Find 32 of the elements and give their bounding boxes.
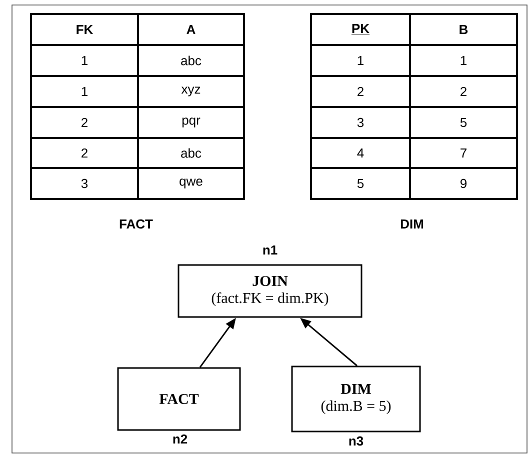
table-cell: 1 <box>30 44 139 77</box>
table-cell: 2 <box>30 106 139 139</box>
node-id: n2 <box>173 434 188 444</box>
table-cell: 5 <box>310 167 411 200</box>
header-cell: B <box>409 13 518 46</box>
table-cell: xyz <box>137 75 245 108</box>
table-caption: FACT <box>120 219 153 229</box>
table-caption: DIM <box>400 220 424 228</box>
table-cell: qwe <box>137 167 245 200</box>
table-cell: 2 <box>409 75 518 108</box>
header-cell: FK <box>30 13 139 46</box>
table-cell: 3 <box>310 106 411 139</box>
table-cell: 2 <box>30 137 139 169</box>
table-cell: 1 <box>310 44 411 77</box>
table-cell: 1 <box>30 75 139 108</box>
table-cell: pqr <box>137 106 245 139</box>
node-id: n3 <box>349 436 364 446</box>
operator-box: JOIN (fact.FK = dim.PK) <box>178 264 362 318</box>
operator-box: FACT <box>117 367 241 431</box>
table-cell: 4 <box>310 137 411 169</box>
table-cell: 7 <box>409 137 518 169</box>
node-id: n1 <box>263 246 278 254</box>
table-cell: 5 <box>409 106 518 139</box>
table-cell: 9 <box>409 167 518 200</box>
table-cell: abc <box>137 44 245 77</box>
table-cell: 1 <box>409 44 518 77</box>
table-cell: 2 <box>310 75 411 108</box>
header-cell: A <box>137 13 245 46</box>
table-cell: 3 <box>30 167 139 200</box>
header-cell: PK <box>310 13 411 46</box>
operator-box: DIM (dim.B = 5) <box>291 366 421 432</box>
table-cell: abc <box>137 137 245 169</box>
